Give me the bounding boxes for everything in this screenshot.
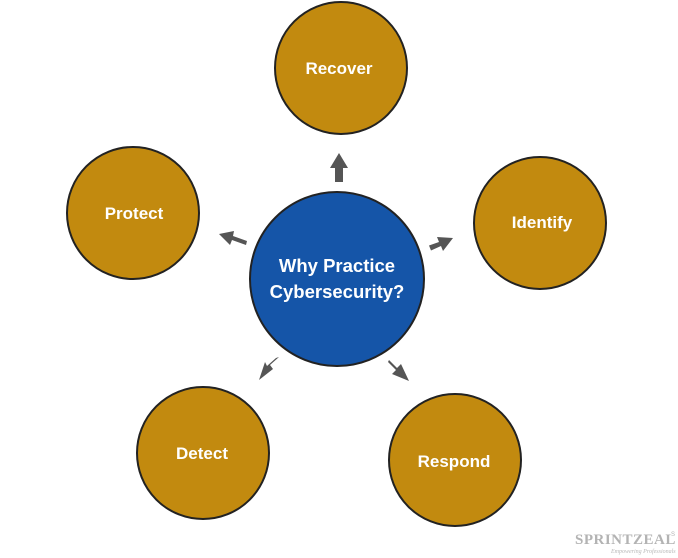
- node-recover-circle: [274, 1, 408, 135]
- arrow-to-respond: [388, 360, 409, 381]
- watermark-logo: SPRINTZEAL S Empowering Professionals: [575, 532, 676, 555]
- node-detect-circle: [136, 386, 270, 520]
- node-recover-label: Recover: [305, 59, 372, 78]
- center-node: Why Practice Cybersecurity?: [249, 191, 425, 367]
- node-protect-label: Protect: [105, 204, 164, 223]
- center-label-line2: Cybersecurity?: [270, 281, 405, 302]
- arrow-to-identify: [429, 237, 453, 251]
- node-protect-circle: [66, 146, 200, 280]
- watermark-brand: SPRINTZEAL: [575, 532, 676, 548]
- watermark-tagline: Empowering Professionals: [610, 548, 676, 555]
- node-recover: Recover: [274, 1, 408, 135]
- node-identify: Identify: [473, 156, 607, 290]
- connector-arrows: [219, 153, 453, 381]
- center-label-line1: Why Practice: [279, 255, 395, 276]
- arrow-to-recover: [330, 153, 348, 182]
- node-identify-circle: [473, 156, 607, 290]
- node-respond-circle: [388, 393, 522, 527]
- node-respond: Respond: [388, 393, 522, 527]
- arrow-to-protect: [219, 231, 247, 245]
- node-detect: Detect: [136, 386, 270, 520]
- node-identify-label: Identify: [512, 213, 573, 232]
- watermark-superscript: S: [671, 532, 675, 538]
- node-detect-label: Detect: [176, 444, 228, 463]
- center-node-circle: [249, 191, 425, 367]
- node-protect: Protect: [66, 146, 200, 280]
- node-respond-label: Respond: [418, 452, 491, 471]
- arrow-to-detect: [259, 357, 279, 380]
